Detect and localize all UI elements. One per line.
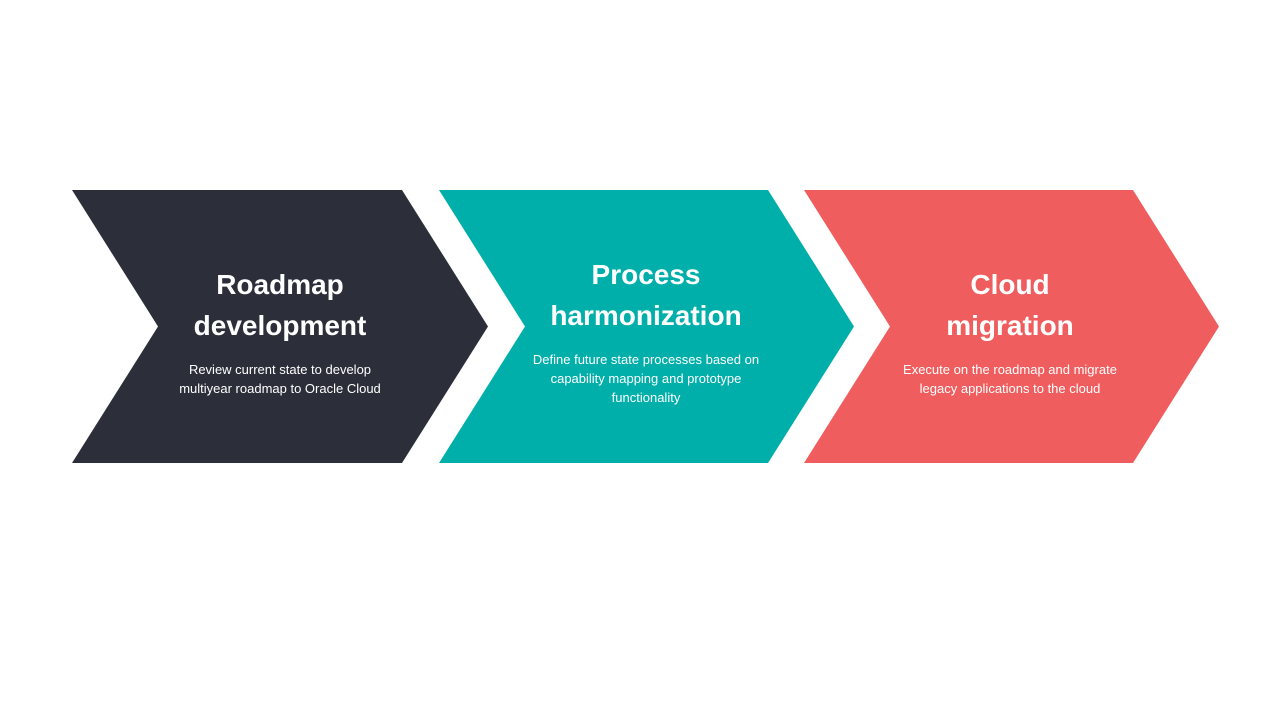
step-1-desc-line-1: Review current state to develop [188,362,372,377]
chevron-polygon-2 [439,190,854,463]
step-3-content: Cloud migration Execute on the roadmap a… [890,264,1130,398]
step-2-title-line-2: harmonization [550,300,742,331]
step-2-desc-line-2: capability mapping and prototype [550,371,742,386]
step-2-content: Process harmonization Define future stat… [514,254,778,407]
step-2-desc-line-1: Define future state processes based on [532,352,760,367]
chevron-shape-1 [72,190,488,463]
step-3-desc-line-2: legacy applications to the cloud [919,381,1101,396]
chevron-polygon-1 [72,190,488,463]
chevron-step-2: Process harmonization Define future stat… [439,190,854,463]
chevron-step-3: Cloud migration Execute on the roadmap a… [804,190,1219,463]
step-1-title-line-2: development [193,310,367,341]
step-3-title-line-2: migration [946,310,1074,341]
step-2-description: Define future state processes based on c… [514,350,778,407]
chevron-polygon-3 [804,190,1219,463]
step-1-content: Roadmap development Review current state… [172,264,388,398]
step-1-desc-line-2: multiyear roadmap to Oracle Cloud [179,381,381,396]
step-2-title: Process harmonization [514,254,778,336]
step-2-title-line-1: Process [591,259,701,290]
chevron-shape-3 [804,190,1219,463]
step-1-title-line-1: Roadmap [216,269,344,300]
step-3-description: Execute on the roadmap and migrate legac… [890,360,1130,398]
step-3-title: Cloud migration [890,264,1130,346]
chevron-shape-2 [439,190,854,463]
step-3-title-line-1: Cloud [970,269,1050,300]
chevron-step-1: Roadmap development Review current state… [72,190,488,463]
step-1-title: Roadmap development [172,264,388,346]
step-2-desc-line-3: functionality [611,390,681,405]
step-3-desc-line-1: Execute on the roadmap and migrate [903,362,1117,377]
step-1-description: Review current state to develop multiyea… [172,360,388,398]
